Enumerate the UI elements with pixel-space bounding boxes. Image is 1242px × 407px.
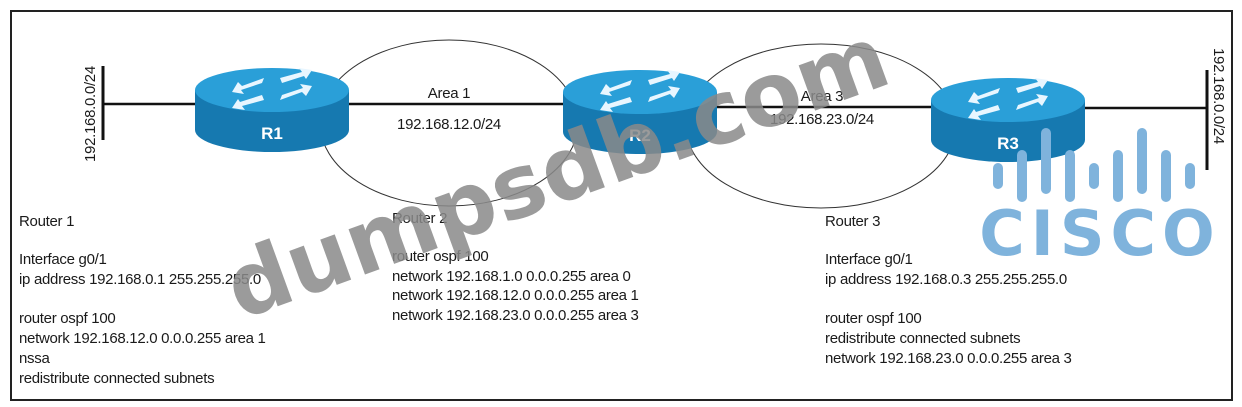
area-1-subnet: 192.168.12.0/24 — [397, 116, 501, 133]
config-line: router ospf 100 — [825, 310, 921, 327]
area-3-label: Area 3 — [801, 88, 843, 105]
config-line: ip address 192.168.0.3 255.255.255.0 — [825, 271, 1067, 288]
svg-text:CISCO: CISCO — [979, 197, 1220, 270]
config-line: redistribute connected subnets — [19, 370, 214, 387]
config-line: redistribute connected subnets — [825, 330, 1020, 347]
config-title: Router 1 — [19, 213, 74, 230]
router-label: R1 — [261, 124, 283, 143]
lan-label-right: 192.168.0.0/24 — [1210, 48, 1227, 144]
router-r2[interactable]: R2 — [563, 70, 717, 154]
config-line: ip address 192.168.0.1 255.255.255.0 — [19, 271, 261, 288]
cisco-logo: CISCO — [979, 128, 1220, 270]
config-line: Interface g0/1 — [825, 251, 913, 268]
area-1-label: Area 1 — [428, 85, 470, 102]
router-r1[interactable]: R1 — [195, 68, 349, 152]
config-title: Router 2 — [392, 210, 447, 227]
config-line: Interface g0/1 — [19, 251, 107, 268]
config-line: network 192.168.23.0 0.0.0.255 area 3 — [392, 307, 639, 324]
router1-config: Router 1 Interface g0/1 ip address 192.1… — [19, 213, 266, 387]
config-title: Router 3 — [825, 213, 880, 230]
config-line: network 192.168.12.0 0.0.0.255 area 1 — [392, 287, 639, 304]
area-3-subnet: 192.168.23.0/24 — [770, 111, 874, 128]
router2-config: Router 2 router ospf 100 network 192.168… — [392, 210, 639, 324]
config-line: network 192.168.1.0 0.0.0.255 area 0 — [392, 268, 631, 285]
config-line: router ospf 100 — [19, 310, 115, 327]
lan-label-left: 192.168.0.0/24 — [82, 66, 99, 162]
config-line: nssa — [19, 350, 50, 367]
router3-config: Router 3 Interface g0/1 ip address 192.1… — [825, 213, 1072, 367]
config-line: router ospf 100 — [392, 248, 488, 265]
router-r3[interactable]: R3 — [931, 78, 1085, 162]
config-line: network 192.168.23.0 0.0.0.255 area 3 — [825, 350, 1072, 367]
router-label: R3 — [997, 134, 1019, 153]
router-label: R2 — [629, 126, 651, 145]
config-line: network 192.168.12.0 0.0.0.255 area 1 — [19, 330, 266, 347]
